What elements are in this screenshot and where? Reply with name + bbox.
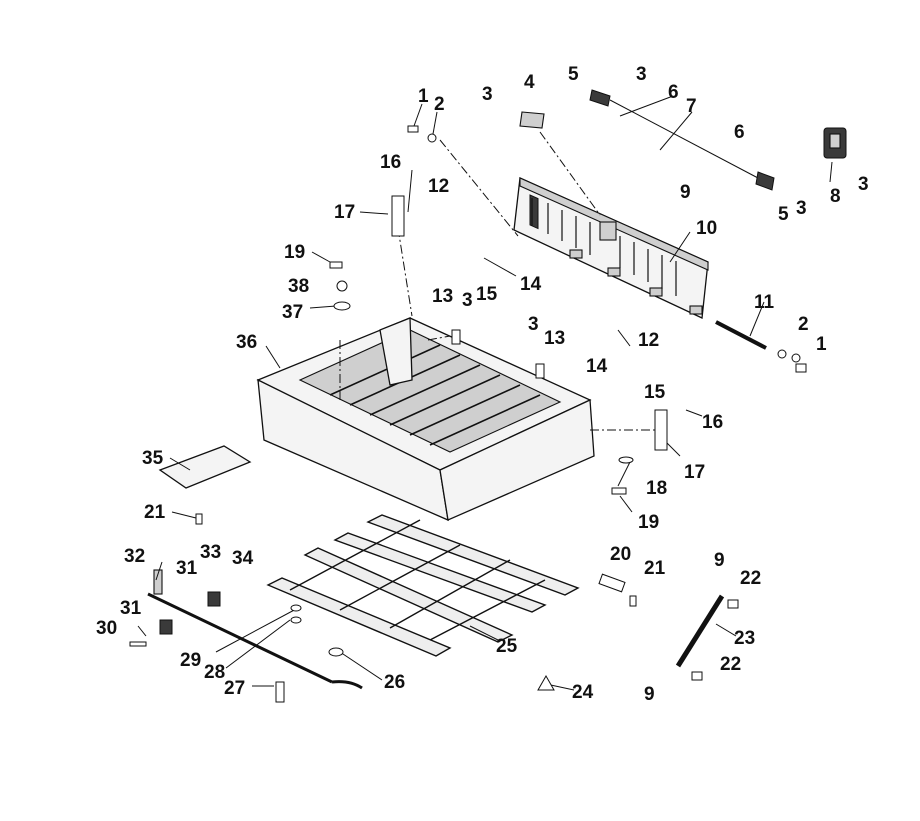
callout-28: 28 [204,662,225,683]
callout-21b: 21 [644,558,666,579]
callout-32: 32 [124,546,145,567]
callout-18: 18 [646,478,667,499]
callout-leaders [137,95,833,691]
callout-25: 25 [496,636,518,657]
cargo-box [256,317,595,522]
callout-11: 11 [754,292,775,313]
callout-15b: 15 [644,382,666,403]
callout-5b: 5 [778,204,789,225]
callout-22a: 22 [740,568,761,589]
callout-31a: 31 [176,558,198,579]
callout-labels: 1 2 3 4 5 3 6 7 6 9 5 3 8 3 16 17 12 10 … [96,64,869,705]
callout-35: 35 [142,448,164,469]
tailgate-hinge-upper [589,89,759,179]
callout-6a: 6 [668,82,679,103]
callout-16b: 16 [702,412,723,433]
callout-3c: 3 [796,198,807,219]
callout-36: 36 [236,332,257,353]
callout-9a: 9 [680,182,691,203]
callout-3a: 3 [482,84,493,105]
callout-31b: 31 [120,598,142,619]
callout-34: 34 [232,548,254,569]
callout-13b: 13 [544,328,565,349]
callout-10: 10 [696,218,717,239]
callout-9b: 9 [714,550,725,571]
callout-38: 38 [288,276,309,297]
floor-mat [158,445,252,489]
bed-frame [266,514,580,657]
callout-37: 37 [282,302,303,323]
callout-7: 7 [686,96,697,117]
release-lever [147,569,363,690]
hardware-fasteners [129,125,807,703]
callout-3b: 3 [636,64,647,85]
callout-16a: 16 [380,152,401,173]
callout-21a: 21 [144,502,166,523]
callout-5a: 5 [568,64,579,85]
callout-20: 20 [610,544,631,565]
callout-24: 24 [572,682,594,703]
tailgate-panel [513,177,709,319]
callout-23: 23 [734,628,755,649]
callout-2b: 2 [798,314,809,335]
callout-1b: 1 [816,334,827,355]
callout-2a: 2 [434,94,445,115]
callout-26: 26 [384,672,405,693]
callout-27: 27 [224,678,245,699]
callout-3e: 3 [462,290,473,311]
callout-12a: 12 [428,176,449,197]
callout-6b: 6 [734,122,745,143]
callout-17a: 17 [334,202,355,223]
gas-strut [675,594,725,668]
callout-8: 8 [830,186,841,207]
callout-9c: 9 [644,684,655,705]
callout-14b: 14 [586,356,608,377]
callout-13a: 13 [432,286,453,307]
latch-assembly [823,127,847,159]
callout-30: 30 [96,618,117,639]
callout-14a: 14 [520,274,542,295]
callout-1a: 1 [418,86,429,107]
callout-12b: 12 [638,330,659,351]
decal-4 [519,111,545,129]
callout-19b: 19 [638,512,659,533]
callout-19a: 19 [284,242,305,263]
assembly-lines [339,131,660,431]
hinge-rod [715,320,767,350]
callout-33: 33 [200,542,221,563]
callout-22b: 22 [720,654,741,675]
tailgate-hinge-lower [755,171,775,191]
callout-3d: 3 [858,174,869,195]
callout-3f: 3 [528,314,539,335]
callout-4: 4 [524,72,535,93]
callout-15a: 15 [476,284,498,305]
callout-29: 29 [180,650,201,671]
callout-17b: 17 [684,462,705,483]
